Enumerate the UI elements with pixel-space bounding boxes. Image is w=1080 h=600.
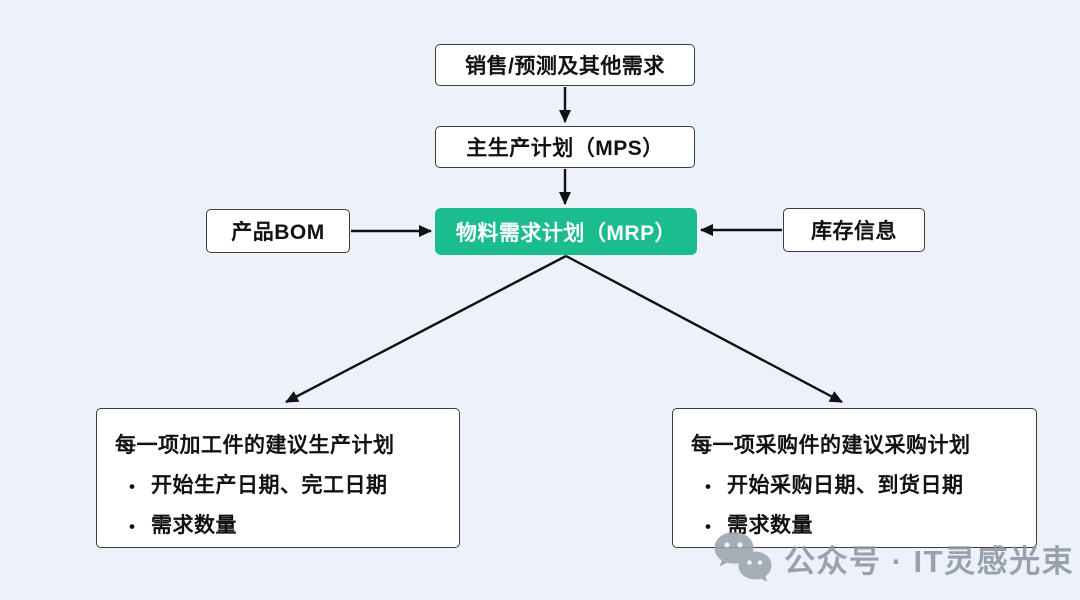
node-inventory: 库存信息	[783, 208, 925, 252]
bullet-dot: •	[129, 517, 136, 536]
node-demand-label: 销售/预测及其他需求	[465, 55, 665, 78]
node-bom-label: 产品BOM	[231, 221, 325, 244]
production-plan-bullet-quantity: 需求数量	[151, 514, 237, 537]
node-mrp: 物料需求计划（MRP）	[435, 208, 697, 255]
node-demand: 销售/预测及其他需求	[435, 44, 695, 86]
purchase-plan-bullet-quantity: 需求数量	[727, 514, 813, 537]
list-item: • 需求数量	[129, 509, 443, 539]
wechat-icon	[714, 532, 772, 582]
production-plan-title: 每一项加工件的建议生产计划	[115, 434, 395, 457]
node-purchase-plan: 每一项采购件的建议采购计划 • 开始采购日期、到货日期 • 需求数量	[672, 408, 1037, 548]
bullet-dot: •	[129, 477, 136, 496]
watermark: 公众号 · IT灵感光束	[712, 530, 1074, 586]
node-inventory-label: 库存信息	[811, 220, 897, 243]
purchase-plan-title: 每一项采购件的建议采购计划	[691, 434, 971, 457]
node-production-plan: 每一项加工件的建议生产计划 • 开始生产日期、完工日期 • 需求数量	[96, 408, 460, 548]
edge-mrp-to-production-plan	[285, 254, 567, 404]
watermark-text: 公众号 · IT灵感光束	[784, 543, 1075, 579]
bullet-dot: •	[705, 477, 712, 496]
list-item: • 开始生产日期、完工日期	[129, 469, 443, 499]
list-item: • 开始采购日期、到货日期	[705, 469, 1020, 499]
node-mps: 主生产计划（MPS）	[435, 126, 695, 168]
production-plan-bullet-dates: 开始生产日期、完工日期	[151, 474, 388, 497]
node-mrp-label: 物料需求计划（MRP）	[455, 221, 677, 245]
bullet-dot: •	[705, 517, 712, 536]
edge-mrp-to-purchase-plan	[565, 254, 843, 404]
list-item: • 需求数量	[705, 509, 1020, 539]
node-mps-label: 主生产计划（MPS）	[466, 137, 664, 160]
node-bom: 产品BOM	[206, 209, 350, 253]
purchase-plan-bullet-dates: 开始采购日期、到货日期	[727, 474, 964, 497]
